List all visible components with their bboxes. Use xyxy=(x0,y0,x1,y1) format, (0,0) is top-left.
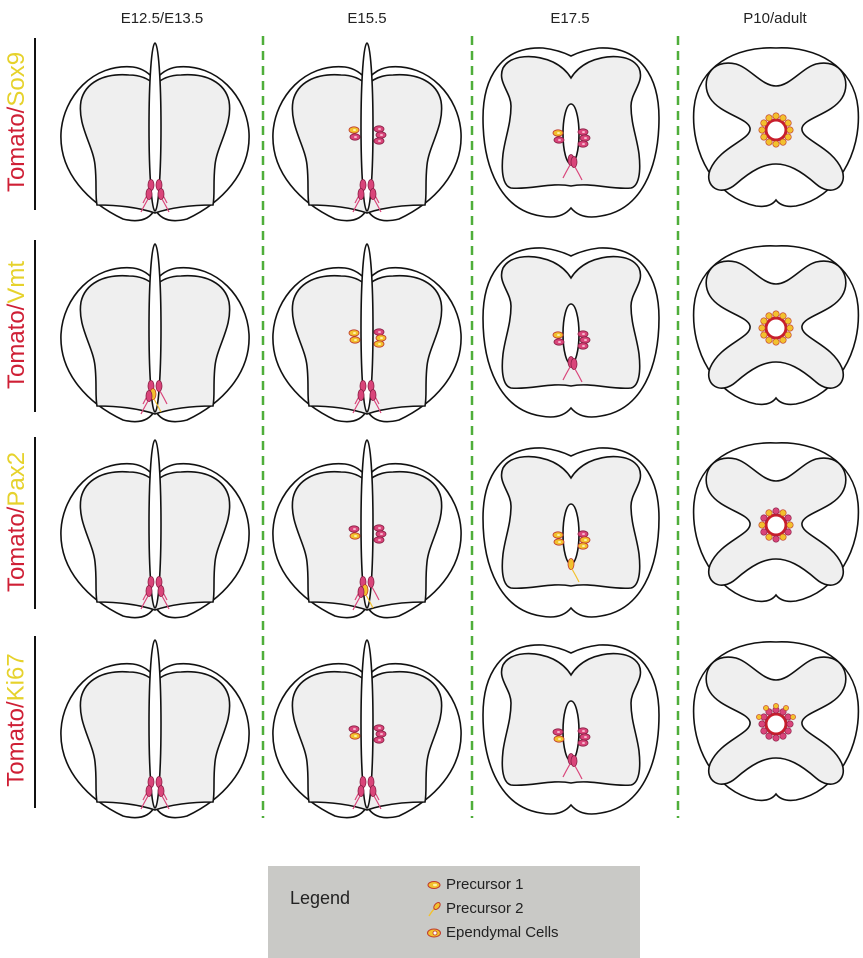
legend-label: Precursor 1 xyxy=(446,876,524,893)
legend-label: Ependymal Cells xyxy=(446,924,559,941)
section-pax2-e15 xyxy=(273,440,461,618)
legend-item-precursor-1: Precursor 1 xyxy=(426,876,524,893)
legend-label: Precursor 2 xyxy=(446,900,524,917)
section-pax2-e17 xyxy=(483,448,659,617)
legend-item-ependymal-cells: Ependymal Cells xyxy=(426,924,559,941)
section-pax2-p10 xyxy=(694,443,859,602)
section-sox9-e15 xyxy=(273,43,461,221)
section-vmt-p10 xyxy=(694,246,859,405)
section-ki67-e17 xyxy=(483,645,659,814)
ependymal-cells-icon xyxy=(426,927,442,939)
precursor-1-icon xyxy=(426,879,442,891)
section-vmt-e17 xyxy=(483,248,659,417)
legend-item-precursor-2: Precursor 2 xyxy=(426,900,524,917)
section-vmt-e12 xyxy=(61,244,249,422)
section-sox9-e12 xyxy=(61,43,249,221)
legend-box: Legend Precursor 1 Precursor 2 Ependymal… xyxy=(268,866,640,958)
section-sox9-e17 xyxy=(483,48,659,217)
legend-title: Legend xyxy=(290,888,350,909)
section-ki67-e15 xyxy=(273,640,461,818)
section-ki67-p10 xyxy=(694,642,859,801)
section-sox9-p10 xyxy=(694,48,859,207)
section-vmt-e15 xyxy=(273,244,461,422)
section-pax2-e12 xyxy=(61,440,249,618)
section-ki67-e12 xyxy=(61,640,249,818)
precursor-2-icon xyxy=(426,901,442,917)
